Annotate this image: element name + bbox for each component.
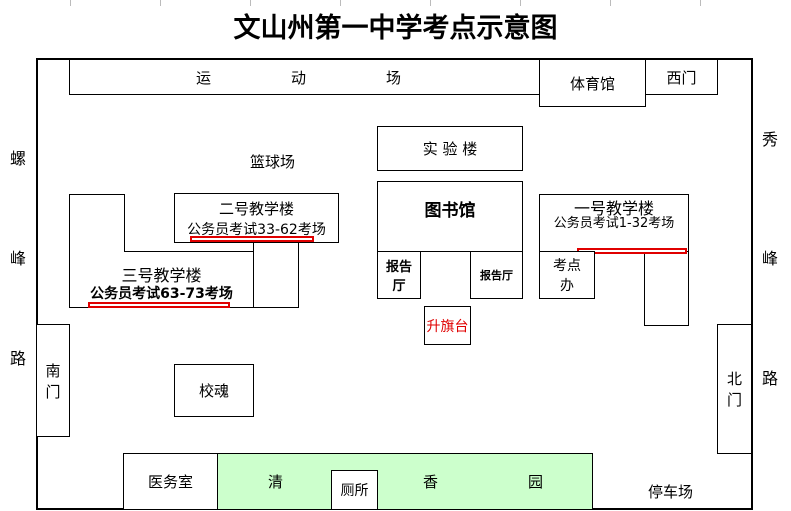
left-road-char: 路 — [9, 349, 26, 368]
garden-char: 清 — [268, 473, 284, 491]
sports-field-char: 运 — [196, 68, 212, 87]
north-gate: 北门 — [717, 324, 752, 454]
right-road-char: 秀 — [761, 130, 778, 149]
building2: 二号教学楼 公务员考试33-62考场 — [174, 193, 339, 243]
garden-char: 香 — [423, 473, 439, 491]
lab-building: 实 验 楼 — [377, 126, 523, 171]
building1-exam-rooms: 公务员考试1-32考场 — [553, 216, 675, 231]
parking: 停车场 — [648, 483, 694, 501]
school-soul-monument: 校魂 — [174, 364, 254, 417]
sports-field-char: 场 — [386, 68, 402, 87]
lecture-hall-right: 报告厅 — [470, 251, 523, 299]
west-gate: 西门 — [645, 59, 718, 95]
map-title: 文山州第一中学考点示意图 — [233, 13, 558, 44]
left-road-char: 螺 — [9, 149, 26, 168]
building1-name: 一号教学楼 — [573, 199, 654, 218]
building3-highlight — [88, 302, 230, 308]
sports-field: 运 动 场 — [69, 59, 541, 95]
toilet: 厕所 — [331, 470, 378, 510]
flag-platform: 升旗台 — [424, 306, 471, 345]
building2-highlight — [190, 236, 314, 242]
qingxiang-garden: 清 香 园 — [217, 453, 593, 510]
right-road-char: 峰 — [761, 249, 778, 268]
south-gate: 南门 — [36, 324, 70, 437]
lecture-hall-left: 报告厅 — [377, 251, 421, 299]
right-road-char: 路 — [761, 369, 778, 388]
left-road-char: 峰 — [9, 249, 26, 268]
building3-exam-rooms: 公务员考试63-73考场 — [90, 286, 233, 302]
sports-field-char: 动 — [291, 68, 307, 87]
garden-char: 园 — [528, 473, 544, 491]
building2-name: 二号教学楼 — [218, 199, 294, 218]
gym: 体育馆 — [539, 59, 646, 107]
building2-exam-rooms: 公务员考试33-62考场 — [187, 221, 326, 238]
building3-name: 三号教学楼 — [121, 266, 202, 285]
library: 图书馆 — [377, 181, 523, 252]
clinic: 医务室 — [123, 453, 218, 510]
exam-office: 考点办 — [539, 251, 595, 299]
basketball-court: 篮球场 — [250, 153, 296, 171]
